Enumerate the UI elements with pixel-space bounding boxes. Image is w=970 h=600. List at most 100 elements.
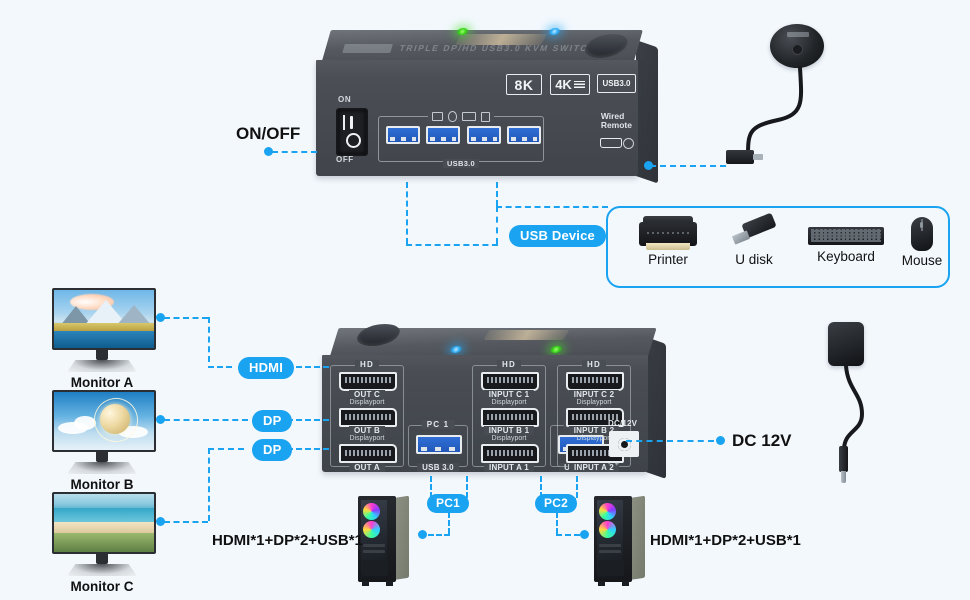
remote-symbol-icon: [623, 138, 634, 149]
grass-band: [54, 533, 154, 552]
rear-device-top-face: [329, 324, 657, 358]
port-input-b1-dp[interactable]: [481, 408, 539, 427]
callout-dc-12v: DC 12V: [732, 431, 792, 450]
usb-device-mouse-label: Mouse: [901, 253, 943, 268]
port-out-a-type: Displayport: [349, 435, 385, 442]
pc2-rgb-fan-bottom: [599, 521, 616, 538]
port-pc1-usb[interactable]: [416, 435, 462, 454]
usb-port-3[interactable]: [467, 126, 501, 144]
port-group-input1: HD INPUT C 1 Displayport INPUT B 1 Displ…: [472, 360, 546, 472]
rear-face: HD OUT C Displayport OUT B Displayport O…: [322, 355, 648, 472]
remote-puck[interactable]: [770, 24, 824, 68]
dc-link-line: [626, 440, 714, 442]
monitor-b-neck: [96, 452, 108, 462]
mon-a-line-h: [164, 317, 208, 319]
pc1-rgb-fan-top: [363, 503, 380, 520]
dc-power-jack[interactable]: [609, 431, 639, 457]
port-group-output: HD OUT C Displayport OUT B Displayport O…: [330, 360, 404, 472]
monitor-a-wallpaper: [54, 290, 154, 348]
select-knob[interactable]: [579, 34, 633, 58]
monitor-c-dot: [156, 517, 165, 526]
usb-link-h2: [496, 206, 608, 208]
port-out-b-dp[interactable]: [339, 408, 397, 427]
usb-device-printer: Printer: [626, 216, 710, 267]
kvm-front-panel: TRIPLE DP/HD USB3.0 KVM SWITCH 8K 4K USB…: [316, 28, 658, 184]
port-input-a1-dp[interactable]: [481, 444, 539, 463]
callout-on-off: ON/OFF: [236, 124, 301, 143]
usb-device-printer-label: Printer: [648, 252, 688, 267]
port-input-c1-label: INPUT C 1: [483, 390, 535, 399]
sea-band: [54, 507, 154, 523]
dc-jack-label: DC/12V: [608, 419, 638, 428]
remote-link-dot: [644, 161, 653, 170]
remote-cable: [746, 66, 804, 156]
hdmi-to-kvm: [287, 366, 329, 368]
usb-device-keyboard: Keyboard: [798, 221, 894, 264]
brand-plate: [342, 44, 393, 53]
pc2-expansion-slot-2: [599, 550, 621, 553]
monitor-b-wallpaper: [54, 392, 154, 450]
monitor-a-screen: [52, 288, 156, 350]
cloud-shape-2: [74, 416, 96, 430]
monitor-c: Monitor C: [52, 492, 156, 594]
field-band: [54, 322, 154, 332]
monitor-c-screen: [52, 492, 156, 554]
port-input-a1-type: Displayport: [491, 435, 527, 442]
power-rocker-switch[interactable]: [336, 108, 368, 156]
monitor-b-screen: [52, 390, 156, 452]
pc2-rgb-fan-top: [599, 503, 616, 520]
keyboard-icon: [462, 112, 476, 121]
switch-on-label: ON: [338, 95, 352, 104]
usb-link-h1: [406, 244, 498, 246]
adapter-body: [828, 322, 864, 366]
pc1-side-panel: [394, 495, 409, 580]
usb-link-v2: [496, 182, 498, 206]
wired-remote-label: Wired Remote: [601, 111, 632, 131]
port-group-pc1-usb: PC 1 USB 3.0: [408, 420, 468, 472]
usb-device-keyboard-label: Keyboard: [817, 249, 875, 264]
port-out-a-dp[interactable]: [339, 444, 397, 463]
port-input-b1-label: INPUT B 1: [483, 426, 535, 435]
mon-c-line-h2: [208, 448, 244, 450]
callout-on-off-line: [272, 151, 317, 153]
remote-brand-logo: [787, 32, 809, 37]
rear-brand-logo: [483, 330, 570, 340]
mouse-icon: [448, 111, 457, 122]
rear-select-knob[interactable]: [351, 324, 405, 346]
mountain-3: [116, 304, 152, 326]
pc1-link-v-top: [430, 476, 432, 498]
printer-icon: [481, 111, 490, 122]
pc2-body: [594, 496, 632, 582]
port-input-c1-hdmi[interactable]: [481, 372, 539, 391]
mon-a-line-v: [208, 317, 210, 362]
badge-4k-stripes: [573, 81, 585, 88]
switch-off-label: OFF: [336, 155, 354, 164]
power-cable: [842, 364, 865, 452]
port-out-c-hdmi[interactable]: [339, 372, 397, 391]
callout-usb-device: USB Device: [509, 225, 606, 248]
badge-usb30: USB3.0: [597, 74, 636, 93]
port-input-a1-label: INPUT A 1: [484, 463, 534, 472]
dp-b-to-kvm: [287, 419, 329, 421]
wired-remote-jack[interactable]: [600, 138, 622, 148]
callout-dp-c: DP: [252, 439, 293, 462]
usb-port-1[interactable]: [386, 126, 420, 144]
usb-group-label: USB3.0: [442, 159, 480, 168]
pc1-foot-left: [362, 581, 369, 586]
callout-pc1: PC1: [427, 494, 469, 513]
badge-4k-label: 4K: [555, 77, 572, 92]
usb-device-box: Printer U disk Keyboard Mouse: [606, 206, 950, 288]
dc-link-dot: [716, 436, 725, 445]
port-input-a2-label: INPUT A 2: [569, 463, 619, 472]
remote-button[interactable]: [792, 44, 803, 55]
printer-paper: [646, 243, 690, 250]
pc2-foot-left: [598, 581, 605, 586]
usb-port-4[interactable]: [507, 126, 541, 144]
monitor-a-neck: [96, 350, 108, 360]
pc1-expansion-slot-1: [363, 544, 385, 547]
badge-4k: 4K: [550, 74, 590, 95]
port-input-c2-hdmi[interactable]: [566, 372, 624, 391]
pc-tower-2: [594, 495, 646, 586]
usb-port-2[interactable]: [426, 126, 460, 144]
